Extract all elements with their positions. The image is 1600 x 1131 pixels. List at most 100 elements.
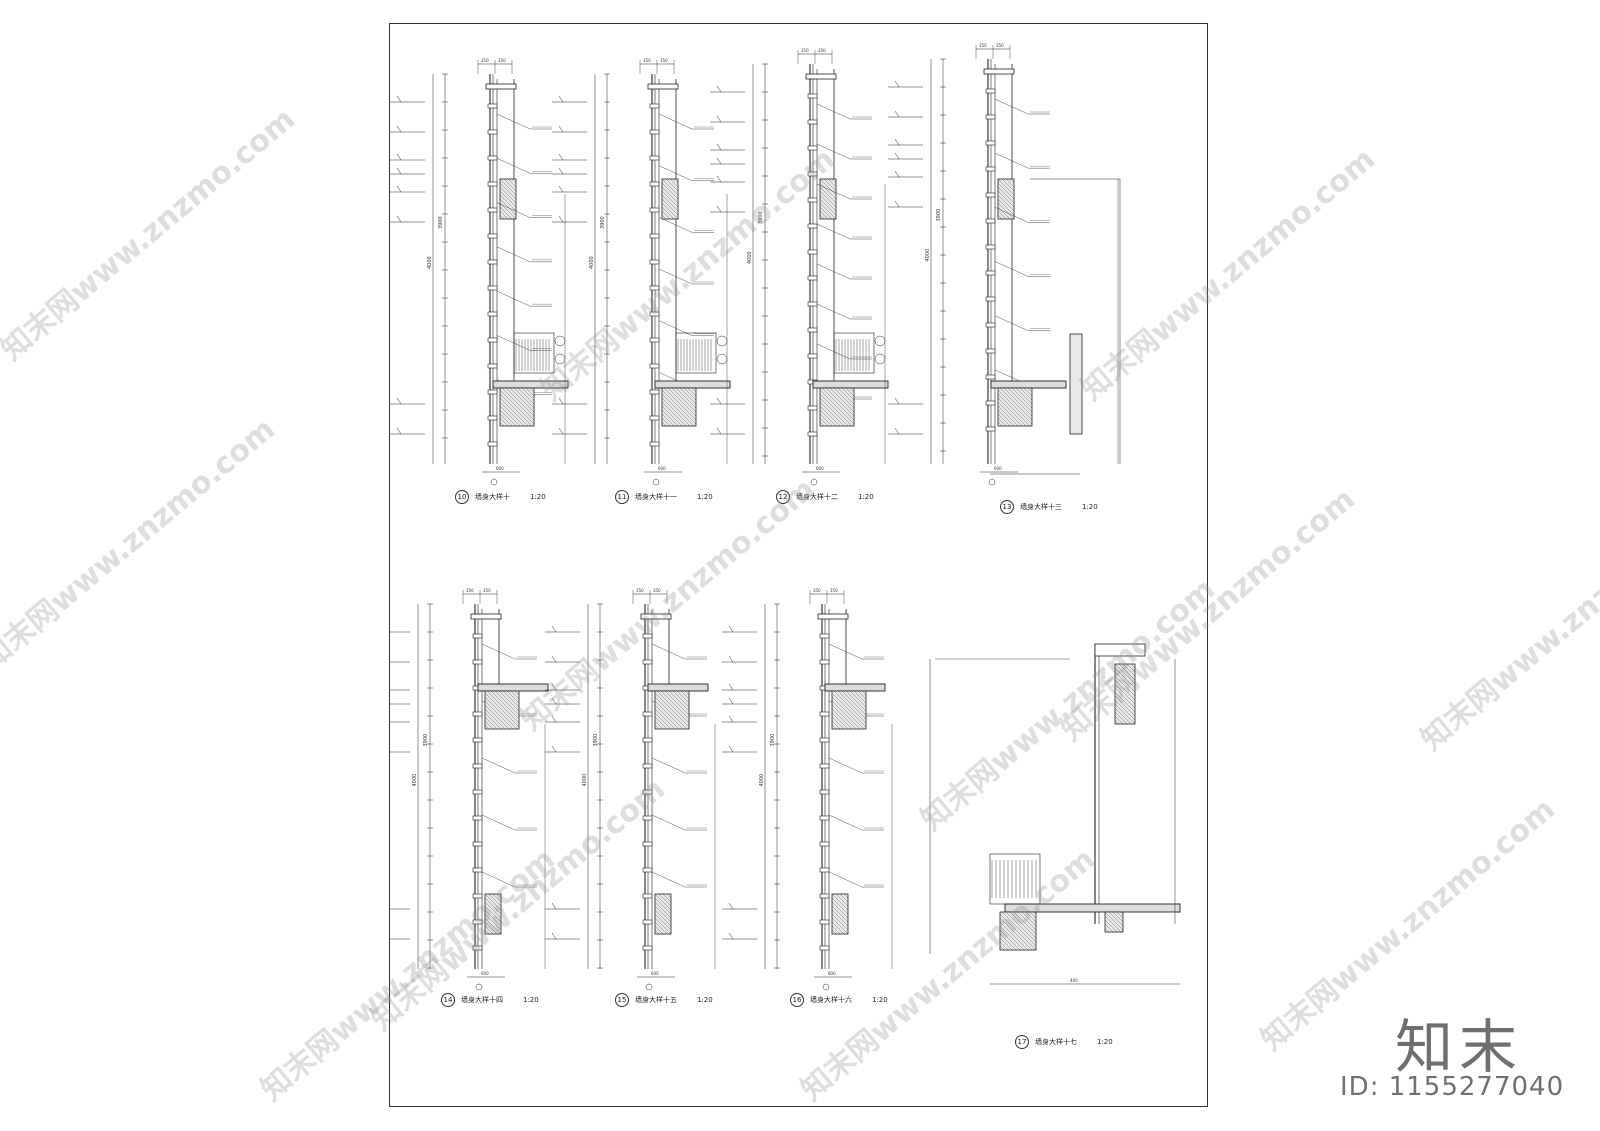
anchor-bracket [807, 171, 818, 177]
hatch-line [517, 387, 535, 405]
hatch-line [654, 893, 672, 911]
hatch-line [1114, 687, 1136, 709]
leader-line [481, 757, 516, 774]
hatch-line [831, 909, 849, 927]
anchor-bracket [807, 431, 818, 437]
hatch-line [849, 387, 855, 393]
dimension-text: 600 [816, 466, 824, 471]
detail-scale: 1:20 [858, 493, 874, 501]
dimension-text: 4000 [427, 256, 433, 269]
anchor-bracket [649, 337, 660, 343]
callout-circle [554, 335, 566, 347]
hatch-line [999, 929, 1021, 951]
hatch-line [999, 933, 1017, 951]
detail-caption-12: 12 墙身大样十二 1:20 [776, 490, 874, 504]
hatch-line [831, 921, 845, 935]
hatch-line [997, 413, 1011, 427]
leader-line [994, 152, 1029, 169]
hatch-line [654, 692, 690, 728]
level-mark [558, 125, 564, 133]
watermark: 知末网www.znzmo.com [1414, 491, 1600, 758]
hatch-line [664, 690, 690, 716]
anchor-bracket [819, 815, 830, 821]
hatch-line [499, 194, 517, 212]
hatch-line [499, 409, 517, 427]
detail-number: 13 [1000, 500, 1014, 514]
hatch-line [521, 387, 535, 401]
hatch-line [997, 198, 1015, 216]
hatch-line [505, 387, 535, 417]
anchor-bracket [985, 244, 996, 250]
hatch-line [484, 708, 506, 730]
hatch-line [499, 417, 509, 427]
hatch-line [661, 214, 667, 220]
hatch-line [663, 387, 697, 421]
hatch-line [661, 405, 683, 427]
hatch-line [997, 206, 1011, 220]
hatch-line [1114, 707, 1132, 725]
column [1069, 333, 1083, 435]
hatch-line [668, 690, 690, 712]
hatch-line [831, 897, 849, 915]
hatch-line [861, 690, 867, 696]
hatch-line [1005, 178, 1015, 188]
hatch-line [997, 393, 1031, 427]
leader-line [481, 643, 516, 660]
dimension-text: 3900 [758, 211, 764, 224]
parapet-cap [1094, 643, 1146, 657]
level-mark [396, 427, 402, 435]
dimension-text: 350 [818, 48, 826, 53]
hatch-line [654, 897, 672, 915]
axis-marker [645, 983, 653, 991]
hatch-line [857, 690, 867, 700]
detail-number: 16 [790, 993, 804, 1007]
hatch-line [819, 202, 837, 220]
hatch-line [499, 186, 517, 204]
hatch-line [654, 708, 676, 730]
detail-name: 墙身大样十五 [635, 996, 677, 1004]
anchor-bracket [985, 322, 996, 328]
hatch-line [1126, 663, 1136, 673]
anchor-bracket [472, 633, 483, 639]
detail-number: 17 [1015, 1035, 1029, 1049]
level-mark [894, 152, 900, 160]
hatch-line [687, 387, 697, 397]
detail-scale: 1:20 [1097, 1038, 1113, 1046]
level-mark [716, 397, 722, 405]
axis-marker [822, 983, 830, 991]
hatch-line [1007, 387, 1033, 413]
hatch-line [654, 700, 684, 730]
hatch-line [831, 696, 865, 730]
hatch-line [484, 913, 502, 931]
hatch-line [833, 387, 855, 409]
level-mark [894, 110, 900, 118]
hatch-line [1130, 663, 1136, 669]
hatch-line [997, 389, 1033, 425]
anchor-bracket [487, 233, 498, 239]
hatch-line [997, 421, 1003, 427]
hatch-line [661, 210, 671, 220]
hatch-line [667, 387, 697, 417]
dimension-text: 400 [1070, 978, 1078, 983]
hatch-line [661, 413, 675, 427]
hatch-line [1108, 911, 1124, 927]
hatch-line [1118, 663, 1136, 681]
leader-line [816, 223, 851, 240]
leader-line [994, 261, 1029, 277]
parapet-cap [485, 83, 517, 90]
hatch-line [831, 929, 837, 935]
hatch-line [507, 178, 517, 188]
dimension-text: 600 [658, 466, 666, 471]
leader-line [816, 303, 851, 320]
level-mark [728, 655, 734, 663]
hatch-line [661, 397, 691, 427]
anchor-bracket [649, 233, 660, 239]
level-mark [894, 200, 900, 208]
leader-line [658, 165, 693, 181]
hatch-line [1114, 667, 1136, 689]
hatch-line [1114, 679, 1136, 701]
hatch-line [1114, 719, 1120, 725]
parapet-cap [983, 68, 1015, 75]
dimension-text: 600 [496, 466, 504, 471]
hatch-line [1114, 695, 1136, 717]
